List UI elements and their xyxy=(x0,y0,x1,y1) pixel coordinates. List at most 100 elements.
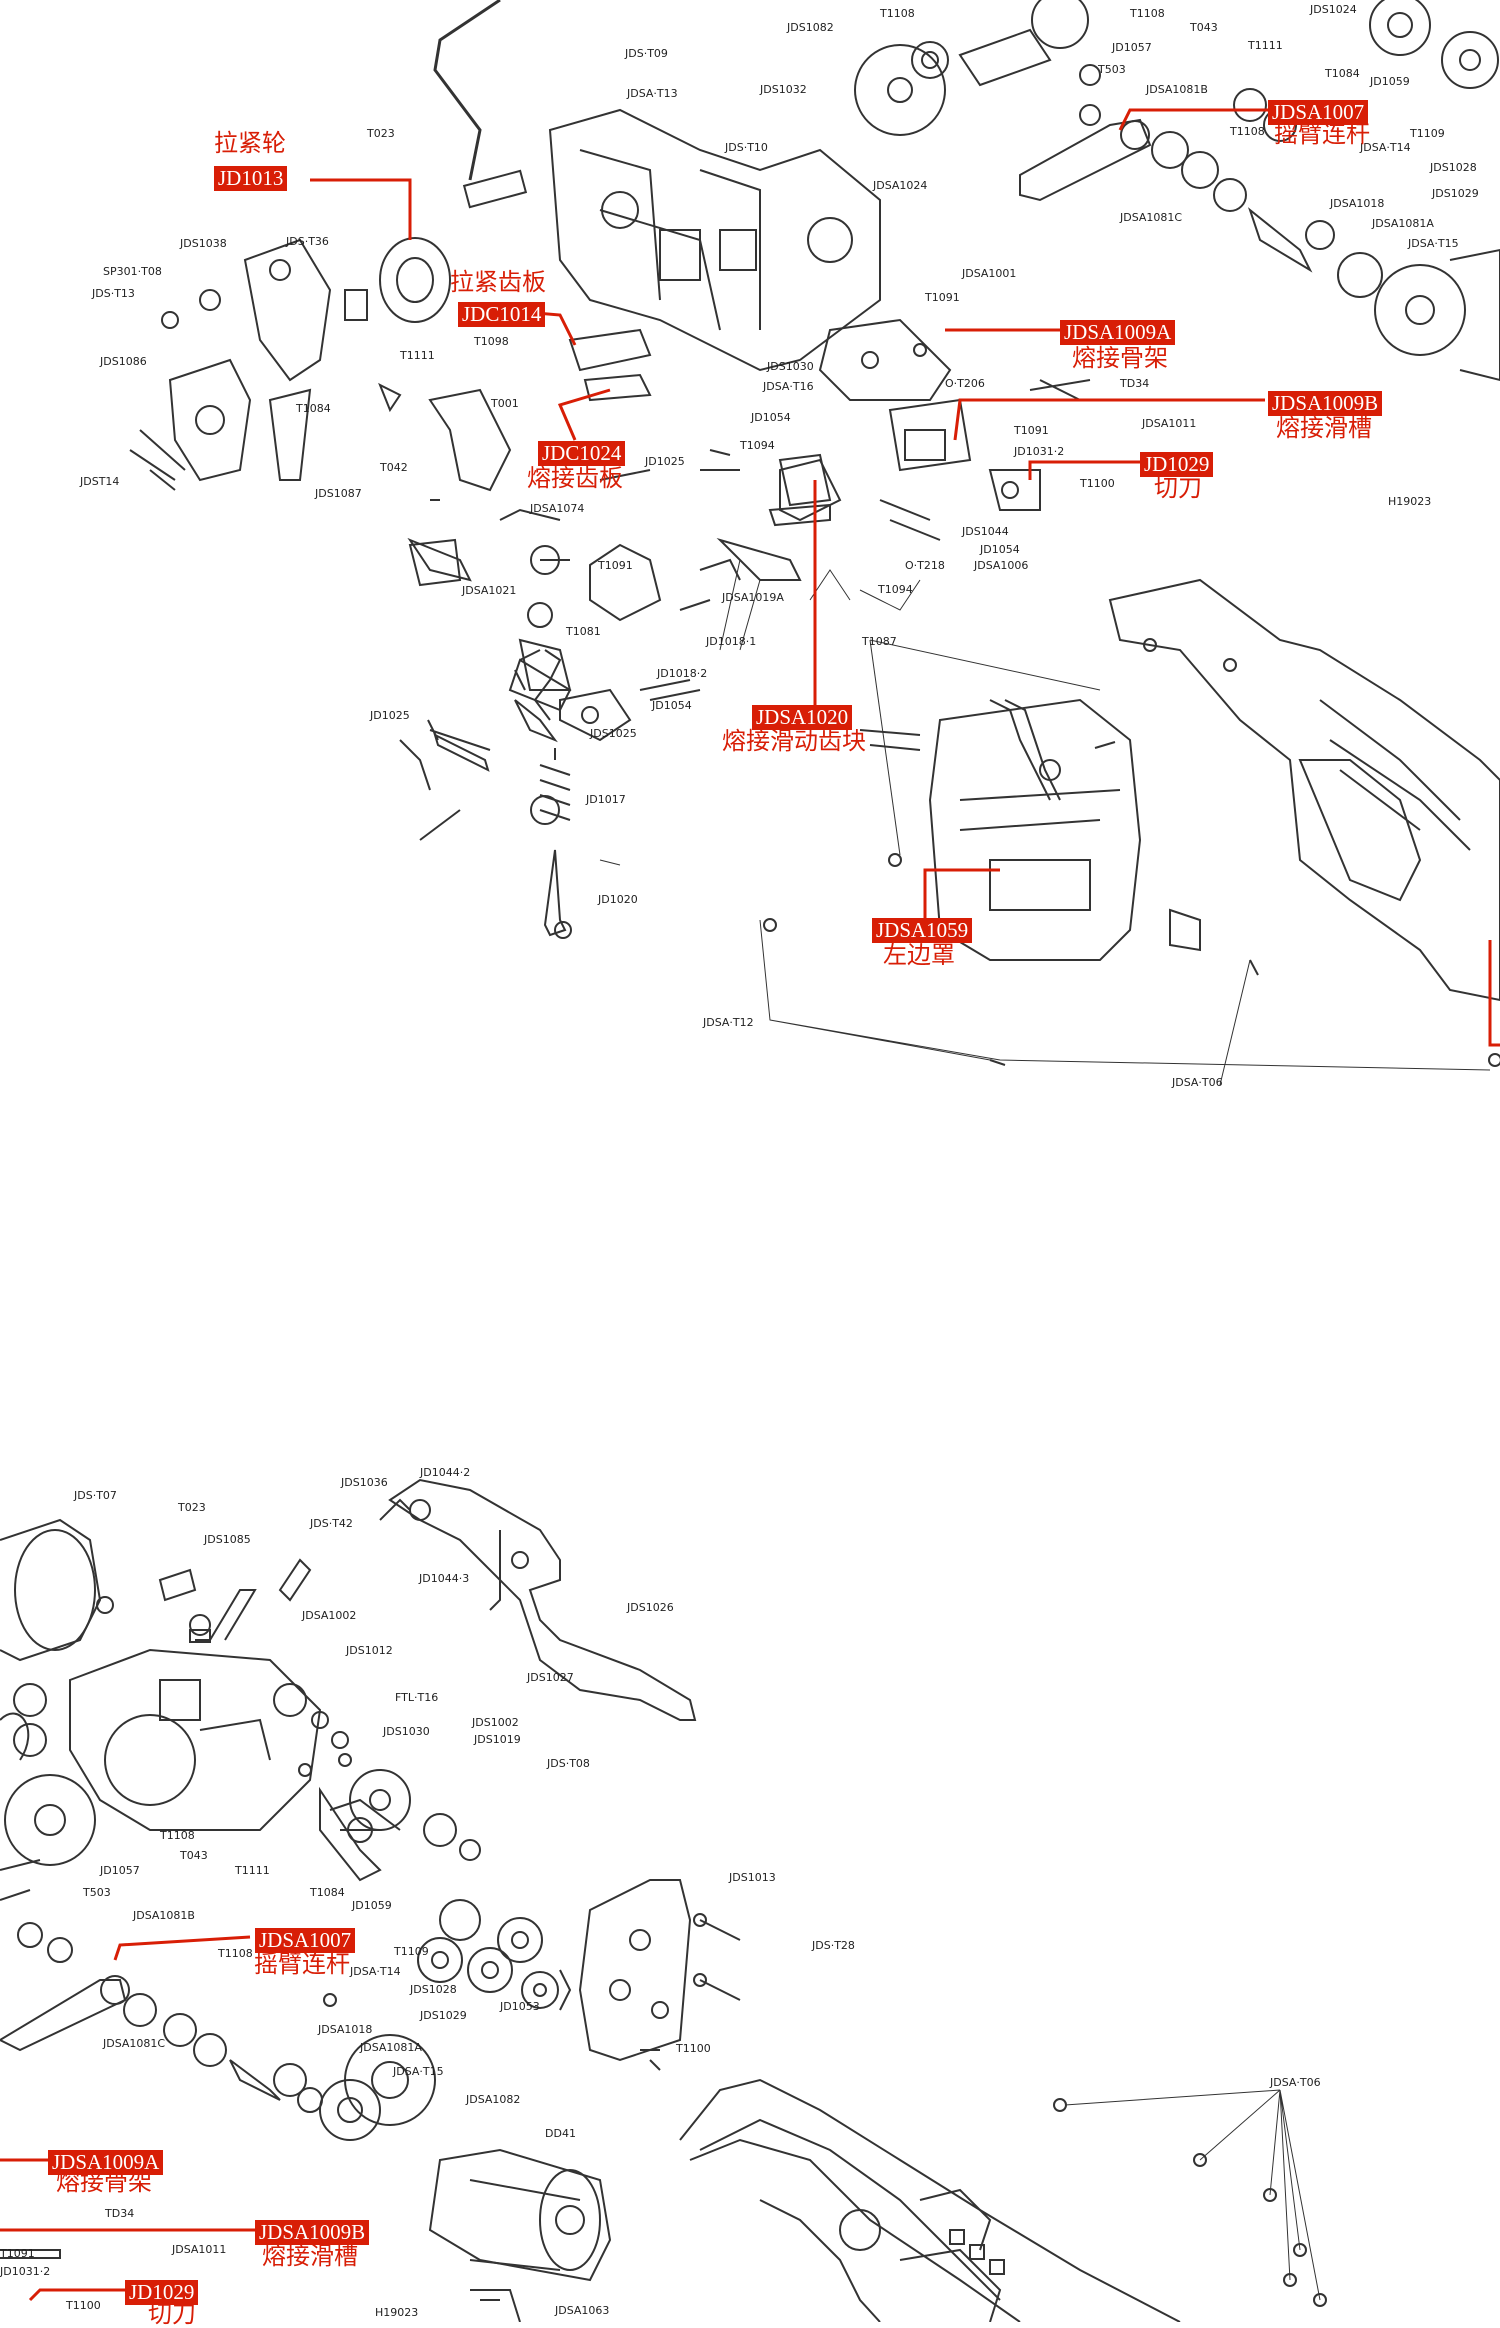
top-part-label: JDS1044 xyxy=(962,525,1009,538)
bottom-part-label: JDSA·T15 xyxy=(393,2065,444,2078)
top-part-label: O·T206 xyxy=(945,377,985,390)
top-part-label: JDSA·T16 xyxy=(763,380,814,393)
top-part-label: JDSA1081C xyxy=(1120,211,1183,224)
top-part-label: T1098 xyxy=(474,335,509,348)
top-callout-code: JDC1014 xyxy=(458,302,546,328)
top-callout-name: 熔接齿板 xyxy=(527,464,623,492)
top-part-label: JDSA1021 xyxy=(462,584,517,597)
bottom-part-label: T1111 xyxy=(235,1864,270,1877)
top-part-label: JD1054 xyxy=(980,543,1020,556)
bottom-part-label: H19023 xyxy=(375,2306,419,2319)
bottom-part-label: JDS·T42 xyxy=(310,1517,353,1530)
bottom-part-label: JDS1030 xyxy=(383,1725,430,1738)
bottom-callout-name: 摇臂连杆 xyxy=(254,1950,350,1978)
top-part-label: JDS1028 xyxy=(1430,161,1477,174)
bottom-part-label: JDSA1081C xyxy=(103,2037,166,2050)
top-callout-name: 熔接骨架 xyxy=(1072,344,1168,372)
top-part-label: JDST14 xyxy=(80,475,120,488)
bottom-part-label: T1108 xyxy=(218,1947,253,1960)
top-part-label: JD1025 xyxy=(370,709,410,722)
bottom-part-label: T1100 xyxy=(676,2042,711,2055)
top-part-label: T1100 xyxy=(1080,477,1115,490)
top-part-label: T042 xyxy=(380,461,408,474)
top-part-label: JDSA1081A xyxy=(1372,217,1434,230)
bottom-part-label: JDSA1081B xyxy=(133,1909,195,1922)
bottom-part-label: DD41 xyxy=(545,2127,576,2140)
top-part-label: JDSA1019A xyxy=(722,591,784,604)
top-part-label: JD1017 xyxy=(586,793,626,806)
bottom-part-label: JDS·T07 xyxy=(74,1489,117,1502)
top-part-label: O·T218 xyxy=(905,559,945,572)
bottom-callout-name: 熔接滑槽 xyxy=(262,2242,358,2270)
top-part-label: SP301·T08 xyxy=(103,265,162,278)
top-part-label: T023 xyxy=(367,127,395,140)
top-part-label: JDS1032 xyxy=(760,83,807,96)
top-callout-name: 熔接滑动齿块 xyxy=(722,727,866,755)
top-part-label: T1084 xyxy=(296,402,331,415)
top-part-label: JDSA1011 xyxy=(1142,417,1197,430)
top-part-label: JDSA1006 xyxy=(974,559,1029,572)
top-part-label: T1087 xyxy=(862,635,897,648)
top-part-label: T001 xyxy=(491,397,519,410)
top-part-label: JD1031·2 xyxy=(1014,445,1065,458)
bottom-part-label: T1108 xyxy=(160,1829,195,1842)
top-part-label: T1109 xyxy=(1410,127,1445,140)
bottom-part-label: JDS1013 xyxy=(729,1871,776,1884)
bottom-callout-code: JDSA1009A xyxy=(48,2150,164,2176)
top-part-label: JDSA·T13 xyxy=(627,87,678,100)
bottom-part-label: JD1057 xyxy=(100,1864,140,1877)
top-callout-name: 切刀 xyxy=(1154,474,1202,502)
bottom-part-label: JDS·T08 xyxy=(547,1757,590,1770)
bottom-callout-code: JDSA1009B xyxy=(255,2220,370,2246)
top-part-label: JDS·T13 xyxy=(92,287,135,300)
top-part-label: JDS1025 xyxy=(590,727,637,740)
top-callout-name: 左边罩 xyxy=(883,941,955,969)
bottom-part-label: JDSA·T14 xyxy=(350,1965,401,1978)
bottom-part-label: JD1044·2 xyxy=(420,1466,471,1479)
top-callout-code: JDC1024 xyxy=(538,441,626,467)
top-callout-name: 熔接滑槽 xyxy=(1276,414,1372,442)
top-part-label: JD1059 xyxy=(1370,75,1410,88)
bottom-part-label: JDSA1002 xyxy=(302,1609,357,1622)
top-part-label: JDSA·T06 xyxy=(1172,1076,1223,1089)
bottom-part-label: JDS1027 xyxy=(527,1671,574,1684)
top-part-label: T503 xyxy=(1098,63,1126,76)
top-part-label: T043 xyxy=(1190,21,1218,34)
bottom-part-label: JDS1029 xyxy=(420,2009,467,2022)
bottom-part-label: T043 xyxy=(180,1849,208,1862)
top-part-label: T1111 xyxy=(400,349,435,362)
top-part-label: JDS·T10 xyxy=(725,141,768,154)
bottom-part-label: JDS1085 xyxy=(204,1533,251,1546)
bottom-part-label: T1084 xyxy=(310,1886,345,1899)
bottom-part-label: JDS·T28 xyxy=(812,1939,855,1952)
top-callout-code: JDSA1007 xyxy=(1268,100,1369,126)
top-part-label: JDS1086 xyxy=(100,355,147,368)
bottom-part-label: FTL·T16 xyxy=(395,1691,439,1704)
bottom-callout-name: 熔接骨架 xyxy=(56,2168,152,2196)
top-part-label: JDSA·T15 xyxy=(1408,237,1459,250)
top-part-label: JDSA·T14 xyxy=(1360,141,1411,154)
bottom-part-label: JDS1019 xyxy=(474,1733,521,1746)
top-line-art xyxy=(129,0,1500,1086)
top-callout-code: JDSA1009B xyxy=(1268,391,1383,417)
top-part-label: JDSA1024 xyxy=(873,179,928,192)
bottom-part-label: JDSA·T06 xyxy=(1270,2076,1321,2089)
top-part-label: T1091 xyxy=(1014,424,1049,437)
top-part-label: TD34 xyxy=(1120,377,1150,390)
top-part-label: T1108 xyxy=(1130,7,1165,20)
bottom-callout-name: 切刀 xyxy=(148,2300,196,2328)
top-part-label: JDS1082 xyxy=(787,21,834,34)
top-part-label: T1111 xyxy=(1248,39,1283,52)
top-part-label: JDS1024 xyxy=(1310,3,1357,16)
top-part-label: JDS1087 xyxy=(315,487,362,500)
bottom-part-label: JDS1036 xyxy=(341,1476,388,1489)
top-part-label: JD1054 xyxy=(751,411,791,424)
top-part-label: JDS·T09 xyxy=(625,47,668,60)
top-callout-name: 拉紧轮 xyxy=(214,129,286,157)
top-part-label: JD1054 xyxy=(652,699,692,712)
bottom-part-label: JD1031·2 xyxy=(0,2265,51,2278)
bottom-part-label: T1091 xyxy=(0,2247,35,2260)
bottom-part-label: JDS1012 xyxy=(346,1644,393,1657)
